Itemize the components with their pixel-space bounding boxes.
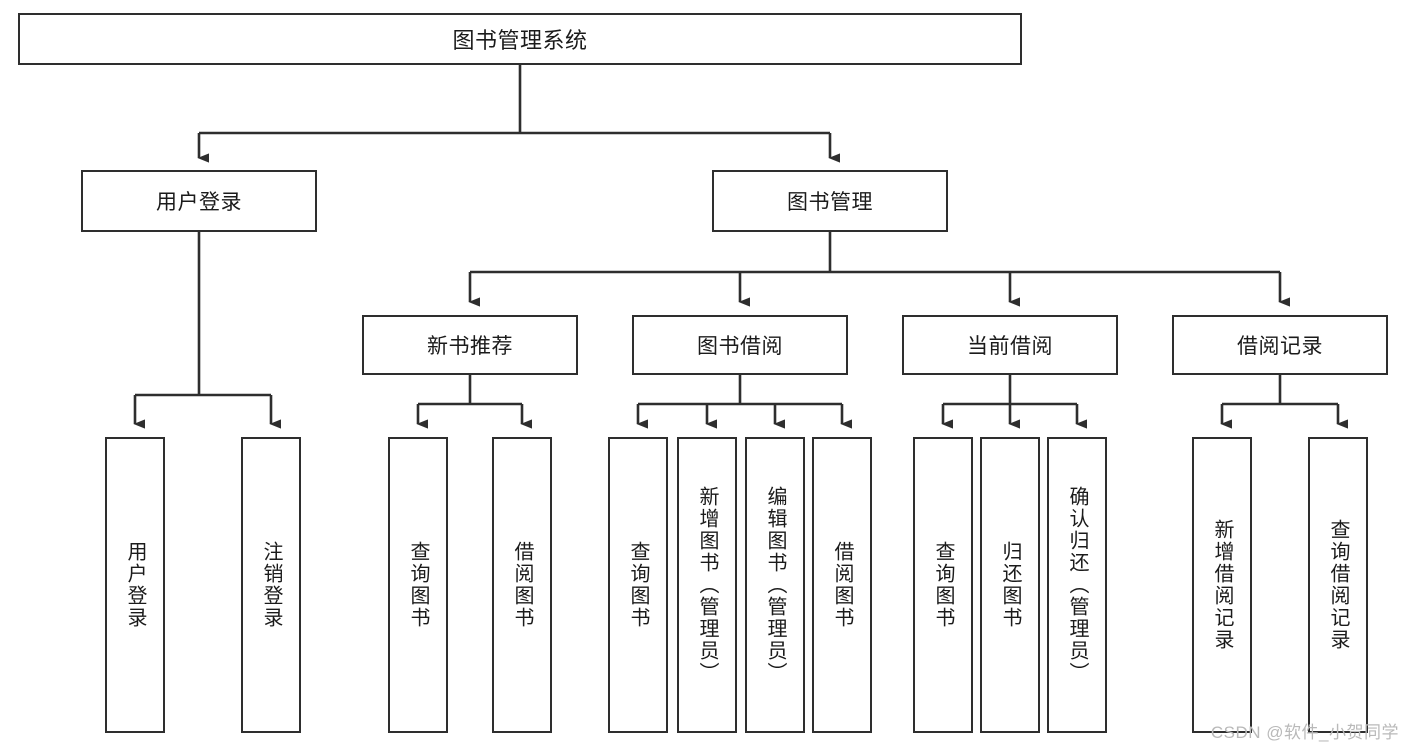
node-current-borrow[interactable]: 当前借阅 (902, 315, 1118, 375)
node-label: 新书推荐 (427, 335, 513, 358)
node-borrow-record[interactable]: 借阅记录 (1172, 315, 1388, 375)
node-label: 查询图书 (932, 541, 954, 629)
node-leaf-borrow-book-recommend[interactable]: 借阅图书 (492, 437, 552, 733)
node-leaf-borrow-book[interactable]: 借阅图书 (812, 437, 872, 733)
node-label: 查询图书 (407, 541, 429, 629)
node-book-management[interactable]: 图书管理 (712, 170, 948, 232)
node-label: 借阅图书 (511, 541, 533, 629)
node-book-borrow[interactable]: 图书借阅 (632, 315, 848, 375)
node-leaf-user-login[interactable]: 用户登录 (105, 437, 165, 733)
node-label: 归还图书 (999, 541, 1021, 629)
node-new-book-recommend[interactable]: 新书推荐 (362, 315, 578, 375)
node-label: 新增图书（管理员） (696, 486, 718, 684)
node-leaf-query-book-borrow[interactable]: 查询图书 (608, 437, 668, 733)
node-leaf-query-book-recommend[interactable]: 查询图书 (388, 437, 448, 733)
node-leaf-add-book[interactable]: 新增图书（管理员） (677, 437, 737, 733)
node-label: 确认归还（管理员） (1066, 486, 1088, 684)
node-label: 新增借阅记录 (1211, 519, 1233, 651)
node-leaf-confirm-return[interactable]: 确认归还（管理员） (1047, 437, 1107, 733)
node-label: 编辑图书（管理员） (764, 486, 786, 684)
node-label: 当前借阅 (967, 335, 1053, 358)
node-label: 图书管理系统 (452, 28, 588, 53)
node-label: 查询借阅记录 (1327, 519, 1349, 651)
node-label: 借阅记录 (1237, 335, 1323, 358)
node-label: 查询图书 (627, 541, 649, 629)
node-leaf-query-book-current[interactable]: 查询图书 (913, 437, 973, 733)
node-label: 借阅图书 (831, 541, 853, 629)
node-label: 用户登录 (156, 191, 242, 214)
node-book-management-system[interactable]: 图书管理系统 (18, 13, 1022, 65)
node-label: 注销登录 (260, 541, 282, 629)
node-leaf-query-borrow-record[interactable]: 查询借阅记录 (1308, 437, 1368, 733)
csdn-watermark: CSDN @软件_小贺同学 (1210, 723, 1399, 742)
node-leaf-add-borrow-record[interactable]: 新增借阅记录 (1192, 437, 1252, 733)
node-user-login[interactable]: 用户登录 (81, 170, 317, 232)
node-label: 用户登录 (124, 541, 146, 629)
node-leaf-edit-book[interactable]: 编辑图书（管理员） (745, 437, 805, 733)
node-label: 图书借阅 (697, 335, 783, 358)
node-label: 图书管理 (787, 191, 873, 214)
node-leaf-return-book[interactable]: 归还图书 (980, 437, 1040, 733)
node-leaf-logout-login[interactable]: 注销登录 (241, 437, 301, 733)
